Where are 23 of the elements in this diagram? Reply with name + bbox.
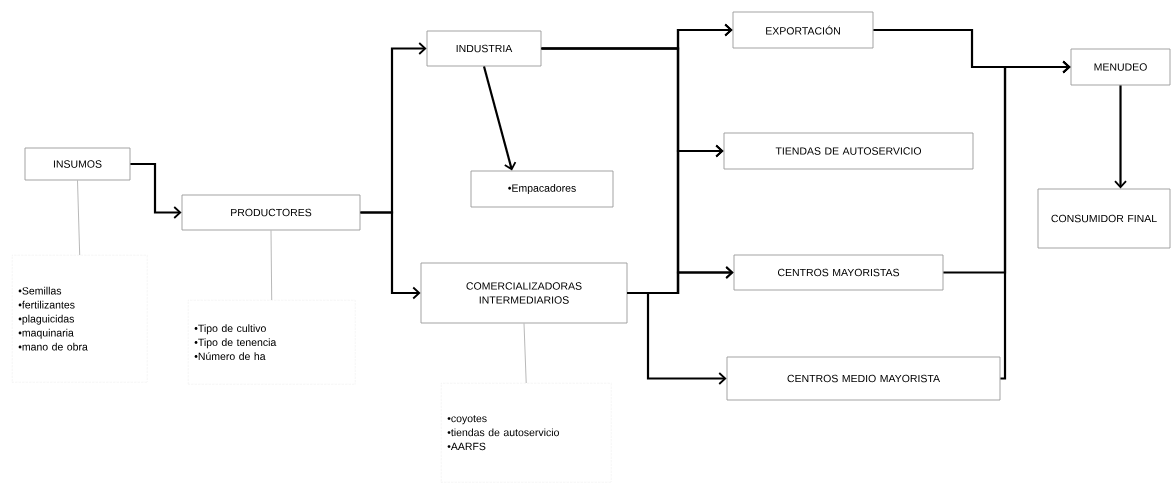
arrow [1114,85,1127,189]
leader-line [77,180,81,256]
process-box: CONSUMIDOR FINAL [1037,188,1171,249]
process-box: EXPORTACIÓN [732,11,874,49]
bullet-list-box: •Tipo de cultivo •Tipo de tenencia •Número de ha [188,300,356,385]
arrow [482,66,517,171]
process-box: CENTROS MEDIO MAYORISTA [726,356,1001,401]
process-box: PRODUCTORES [181,194,361,231]
process-box: COMERCIALIZADORAS INTERMEDIARIOS [420,262,628,324]
process-box: MENUDEO [1070,48,1171,86]
process-box: CENTROS MAYORISTAS [733,254,944,291]
process-box: INDUSTRIA [426,30,542,67]
leader-line [270,230,273,301]
arrow [627,291,727,385]
bullet-list-box: •Semillas •fertilizantes •plaguicidas •maquinaria •mano de obra [12,255,148,383]
leader-line [523,323,527,384]
arrow [1000,60,1071,380]
arrow [360,211,421,300]
process-box: •Empacadores [470,170,614,208]
process-box: INSUMOS [24,147,131,181]
process-box: TIENDAS DE AUTOSERVICIO [723,132,974,170]
bullet-list-box: •coyotes •tiendas de autoservicio •AARFS [441,383,612,483]
arrow [130,162,182,219]
